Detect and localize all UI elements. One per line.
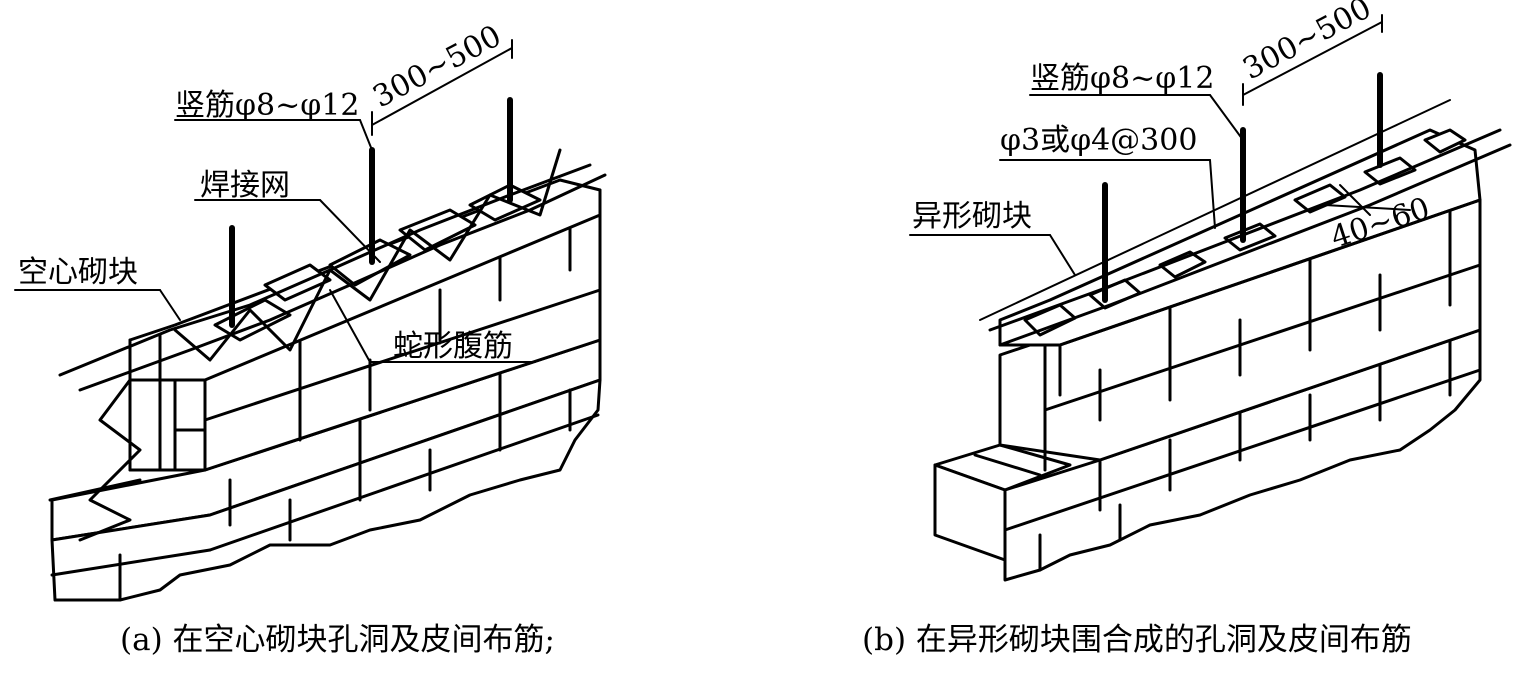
label-vertical-bar-b: 竖筋φ8~φ12 — [1030, 61, 1214, 96]
label-tie-bar: φ3或φ4@300 — [1000, 123, 1197, 158]
caption-a: (a) 在空心砌块孔洞及皮间布筋; — [120, 622, 555, 658]
label-welded-mesh: 焊接网 — [200, 168, 290, 203]
label-snake-bar: 蛇形腹筋 — [393, 329, 513, 364]
caption-b: (b) 在异形砌块围合成的孔洞及皮间布筋 — [862, 622, 1412, 658]
label-spacing-a: 300~500 — [367, 19, 507, 115]
hollow-block-wall-drawing — [14, 39, 607, 602]
label-special-block: 异形砌块 — [912, 199, 1032, 234]
label-vertical-bar-a: 竖筋φ8~φ12 — [175, 88, 359, 123]
special-block-wall-drawing — [909, 14, 1512, 582]
label-spacing-b: 300~500 — [1237, 0, 1377, 87]
label-hollow-block: 空心砌块 — [18, 255, 138, 290]
